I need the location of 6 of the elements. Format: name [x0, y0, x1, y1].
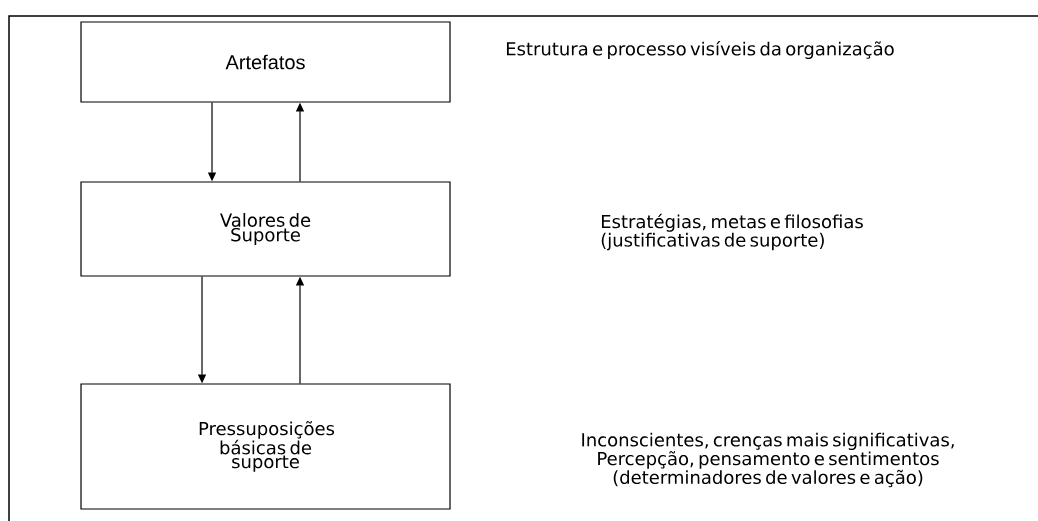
- process-box: Artefatos: [80, 21, 451, 103]
- process-box: Pressuposições básicas de suporte: [80, 383, 451, 510]
- description-text: Estratégias, metas e filosofias (justificativas de suporte): [601, 213, 863, 251]
- process-box: Valores de Suporte: [80, 181, 451, 277]
- description-text: Inconscientes, crenças mais significativas, Percepção, pensamento e sentimentos (determinadores de valores e ação): [582, 432, 954, 488]
- description-text: Estrutura e processo visíveis da organização: [507, 40, 894, 60]
